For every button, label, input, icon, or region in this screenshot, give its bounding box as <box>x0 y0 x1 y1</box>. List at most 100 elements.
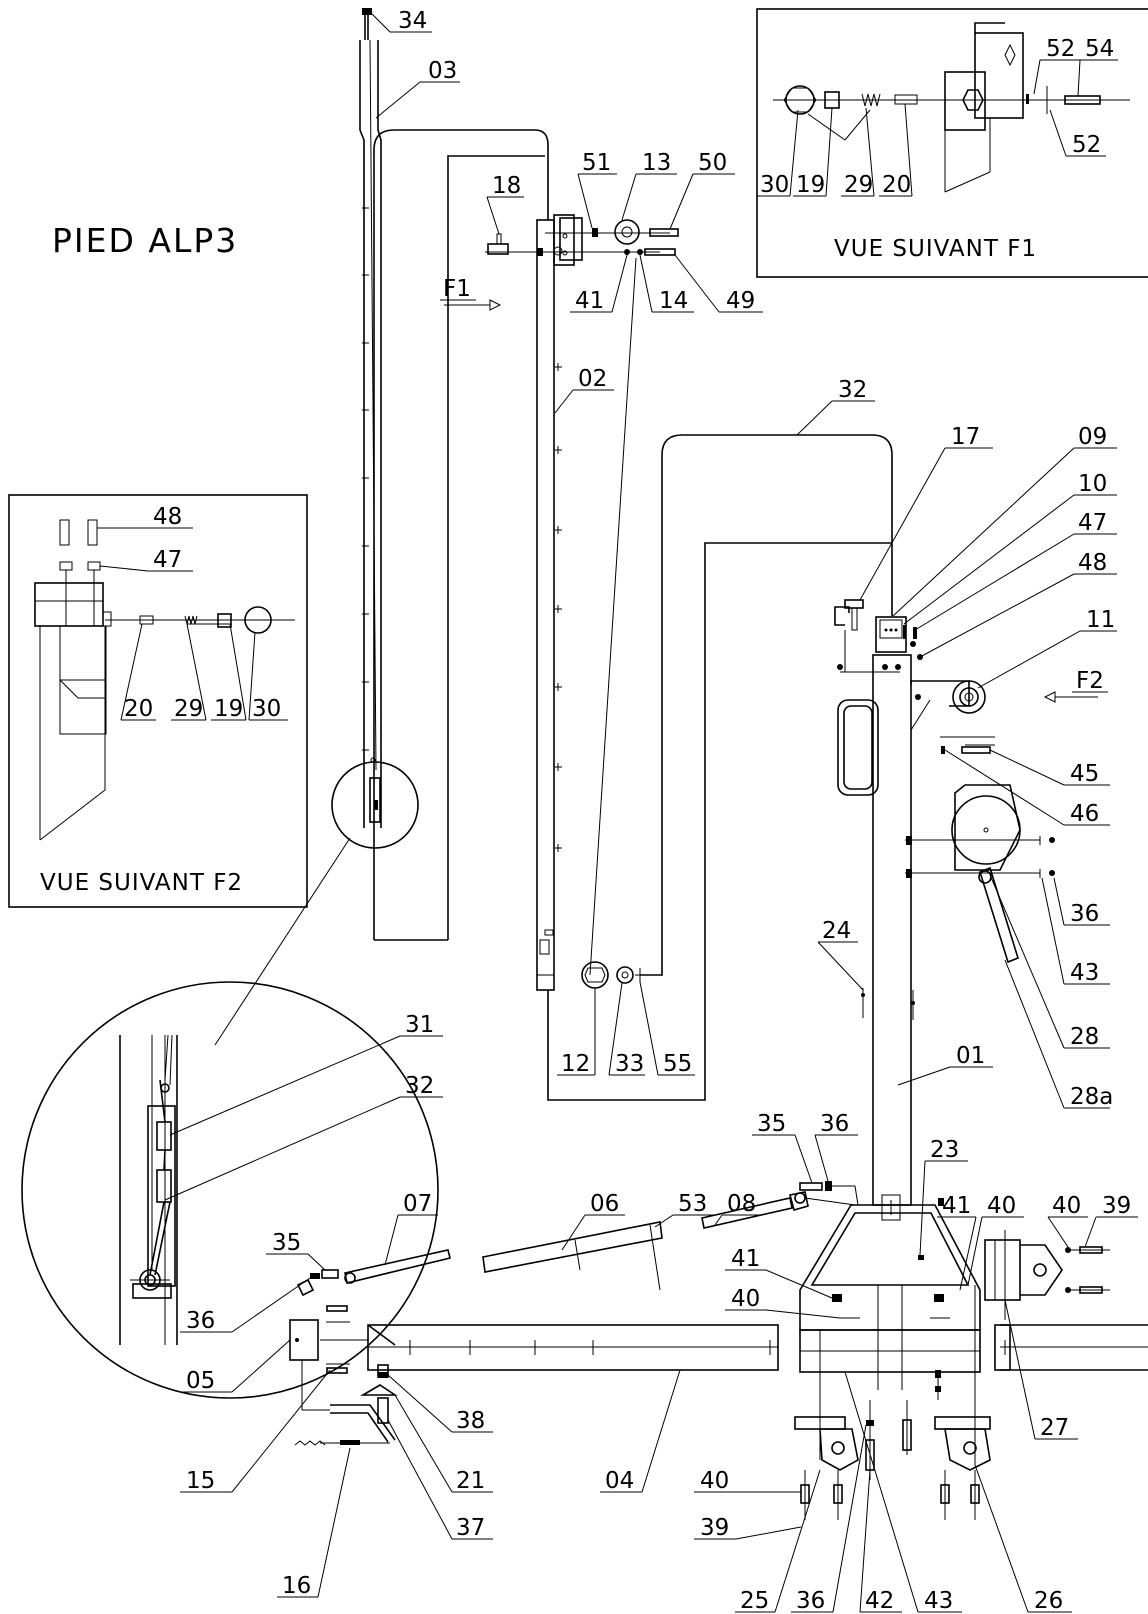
part-number-label: 17 <box>951 424 980 450</box>
mast-01 <box>834 599 1055 1206</box>
bolt-35-36-upper <box>799 1181 859 1206</box>
part-number-label: 36 <box>796 1588 825 1614</box>
part-number-label: F2 <box>1076 668 1104 694</box>
svg-text:19: 19 <box>796 172 825 198</box>
part-number-label: 41 <box>731 1246 760 1272</box>
part-number-label: 03 <box>428 58 457 84</box>
base-frame <box>799 1194 981 1465</box>
svg-text:29: 29 <box>844 172 873 198</box>
part-number-label: 24 <box>822 918 851 944</box>
bracket-27 <box>984 1230 1148 1371</box>
strut-07-06-08 <box>344 1191 856 1291</box>
part-number-label: 47 <box>1078 510 1107 536</box>
part-number-label: 46 <box>1070 801 1099 827</box>
part-number-label: 15 <box>186 1468 215 1494</box>
svg-text:29: 29 <box>174 696 203 722</box>
view-f1-caption: VUE SUIVANT F1 <box>834 236 1037 262</box>
part-number-label: 38 <box>456 1408 485 1434</box>
part-number-label: 01 <box>956 1043 985 1069</box>
part-number-label: 21 <box>456 1468 485 1494</box>
svg-text:20: 20 <box>882 172 911 198</box>
part-number-label: 40 <box>731 1286 760 1312</box>
part-number-label: 49 <box>726 288 755 314</box>
part-number-label: 53 <box>678 1191 707 1217</box>
part-number-label: 12 <box>561 1051 590 1077</box>
part-number-label: 11 <box>1086 607 1115 633</box>
part-number-label: 25 <box>740 1588 769 1614</box>
arrow-f2: F2 <box>1043 668 1108 703</box>
part-number-label: 40 <box>1052 1193 1081 1219</box>
bolts-42-43 <box>865 1370 941 1480</box>
drawing-title: PIED ALP3 <box>52 221 238 260</box>
part-number-label: 37 <box>456 1515 485 1541</box>
part-number-label: 48 <box>1078 550 1107 576</box>
svg-text:47: 47 <box>153 547 182 573</box>
part-number-label: 41 <box>575 288 604 314</box>
part-number-label: 08 <box>727 1191 756 1217</box>
part-number-label: 09 <box>1078 424 1107 450</box>
part-number-label: 18 <box>492 173 521 199</box>
part-number-label: 10 <box>1078 471 1107 497</box>
part-number-label: 45 <box>1070 761 1099 787</box>
svg-text:48: 48 <box>153 504 182 530</box>
part-number-label: 04 <box>605 1468 634 1494</box>
svg-text:52: 52 <box>1046 36 1075 62</box>
part-number-label: 14 <box>659 288 688 314</box>
part-labels: 34 03 51 13 50 18 41 14 49 02 32 17 09 1… <box>164 8 1138 1614</box>
mast-03 <box>359 8 382 828</box>
part-number-label: 40 <box>700 1468 729 1494</box>
part-number-label: 36 <box>820 1111 849 1137</box>
svg-text:19: 19 <box>214 696 243 722</box>
part-number-label: 42 <box>865 1588 894 1614</box>
part-number-label: 36 <box>1070 901 1099 927</box>
foot-26 <box>934 1416 991 1520</box>
cable-loop-inner <box>447 155 545 940</box>
svg-text:54: 54 <box>1085 36 1114 62</box>
part-number-label: F1 <box>443 276 471 302</box>
part-number-label: 32 <box>838 377 867 403</box>
part-number-label: 43 <box>1070 960 1099 986</box>
part-number-label: 41 <box>942 1193 971 1219</box>
svg-text:30: 30 <box>760 172 789 198</box>
top-pulley-assembly <box>485 219 679 256</box>
arrow-f1: F1 <box>440 276 502 311</box>
part-number-label: 28 <box>1070 1024 1099 1050</box>
svg-text:52: 52 <box>1072 132 1101 158</box>
part-number-label: 31 <box>405 1012 434 1038</box>
mast-02 <box>536 214 637 991</box>
foot-05 <box>289 1269 398 1446</box>
view-f2-panel: VUE SUIVANT F2 48 47 20 29 19 30 <box>8 494 308 908</box>
part-number-label: 23 <box>930 1137 959 1163</box>
part-number-label: 06 <box>590 1191 619 1217</box>
view-f1-panel: VUE SUIVANT F1 30 19 29 20 52 54 52 <box>756 8 1148 278</box>
part-number-label: 26 <box>1034 1588 1063 1614</box>
part-number-label: 36 <box>186 1308 215 1334</box>
cable-loop-outer <box>373 129 549 940</box>
view-f2-caption: VUE SUIVANT F2 <box>40 870 243 896</box>
part-number-label: 40 <box>987 1193 1016 1219</box>
part-number-label: 35 <box>757 1111 786 1137</box>
part-number-label: 51 <box>582 150 611 176</box>
part-number-label: 50 <box>698 150 727 176</box>
part-number-label: 27 <box>1040 1415 1069 1441</box>
part-number-label: 39 <box>1102 1193 1131 1219</box>
cable-32-outer <box>640 434 893 976</box>
part-number-label: 35 <box>272 1230 301 1256</box>
part-number-label: 55 <box>663 1051 692 1077</box>
svg-text:30: 30 <box>252 696 281 722</box>
svg-text:20: 20 <box>124 696 153 722</box>
part-number-label: 05 <box>186 1368 215 1394</box>
part-number-label: 39 <box>700 1515 729 1541</box>
part-number-label: 34 <box>398 8 427 34</box>
part-number-label: 43 <box>924 1588 953 1614</box>
part-number-label: 13 <box>642 150 671 176</box>
part-number-label: 33 <box>615 1051 644 1077</box>
part-number-label: 02 <box>578 366 607 392</box>
part-number-label: 32 <box>405 1073 434 1099</box>
part-number-label: 28a <box>1070 1084 1113 1110</box>
part-number-label: 16 <box>282 1573 311 1599</box>
cable-32-inner <box>547 542 892 1101</box>
detail-magnifier <box>21 761 439 1399</box>
part-number-label: 07 <box>403 1191 432 1217</box>
